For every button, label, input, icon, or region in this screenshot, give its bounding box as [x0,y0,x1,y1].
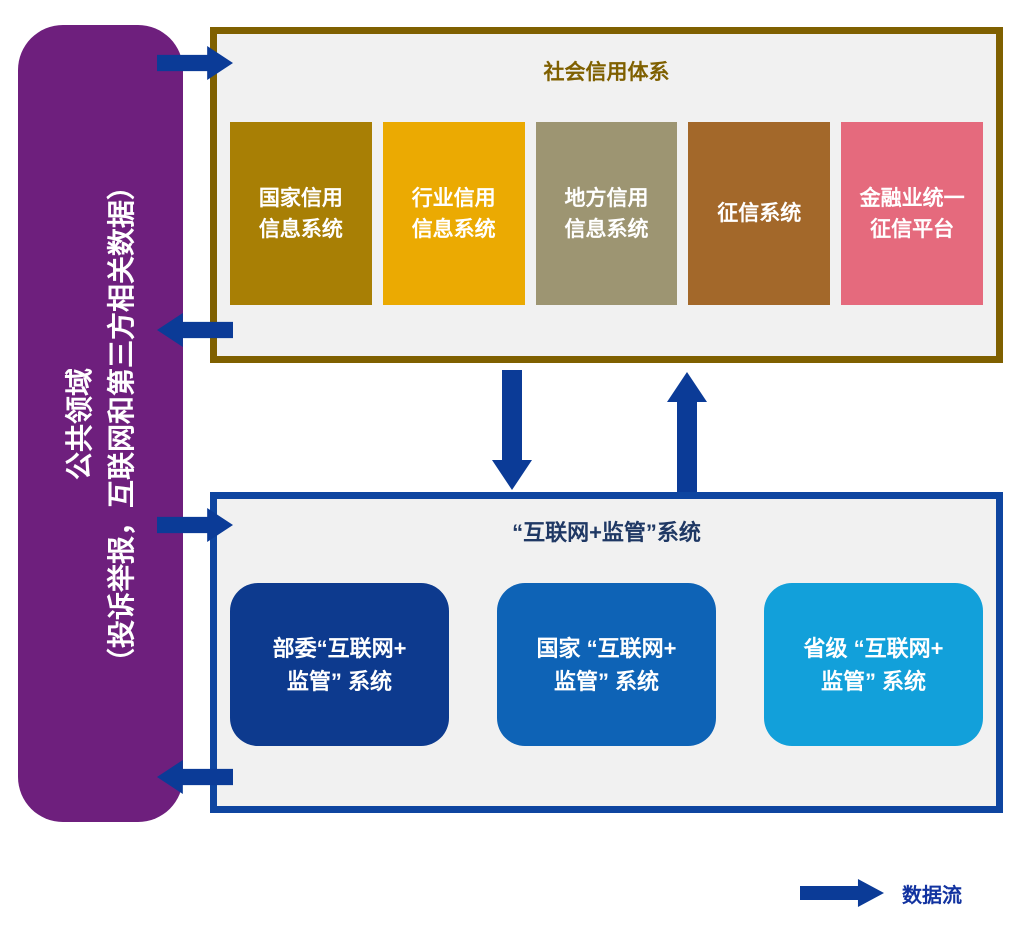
arrow-supervision-to-credit-icon [667,372,707,492]
internet-supervision-title: “互联网+监管”系统 [512,520,701,545]
box-industry-credit-info-system: 行业信用 信息系统 [382,122,525,305]
public-domain-panel: 公共领域 （投诉举报，互联网和第三方相关数据） [18,25,183,822]
legend-label: 数据流 [902,885,962,907]
credit-systems-row: 国家信用 信息系统 行业信用 信息系统 地方信用 信息系统 征信系统 金融业统一… [230,122,983,305]
social-credit-system-container: 社会信用体系 国家信用 信息系统 行业信用 信息系统 地方信用 信息系统 征信系… [210,27,1003,363]
public-domain-label: 公共领域 （投诉举报，互联网和第三方相关数据） [63,171,137,676]
arrow-credit-to-supervision-icon [492,370,532,490]
box-financial-unified-credit-platform: 金融业统一 征信平台 [841,122,983,305]
internet-supervision-container: “互联网+监管”系统 部委“互联网+ 监管” 系统 国家 “互联网+ 监管” 系… [210,492,1003,813]
box-local-credit-info-system: 地方信用 信息系统 [535,122,678,305]
box-credit-reporting-system: 征信系统 [688,122,831,305]
box-ministry-supervision-system: 部委“互联网+ 监管” 系统 [230,583,449,746]
supervision-systems-row: 部委“互联网+ 监管” 系统 国家 “互联网+ 监管” 系统 省级 “互联网+ … [230,583,983,746]
box-provincial-supervision-system: 省级 “互联网+ 监管” 系统 [764,583,983,746]
box-national-supervision-system: 国家 “互联网+ 监管” 系统 [497,583,716,746]
legend-arrow-icon [800,879,884,907]
social-credit-system-title: 社会信用体系 [543,61,670,84]
box-national-credit-info-system: 国家信用 信息系统 [230,122,372,305]
